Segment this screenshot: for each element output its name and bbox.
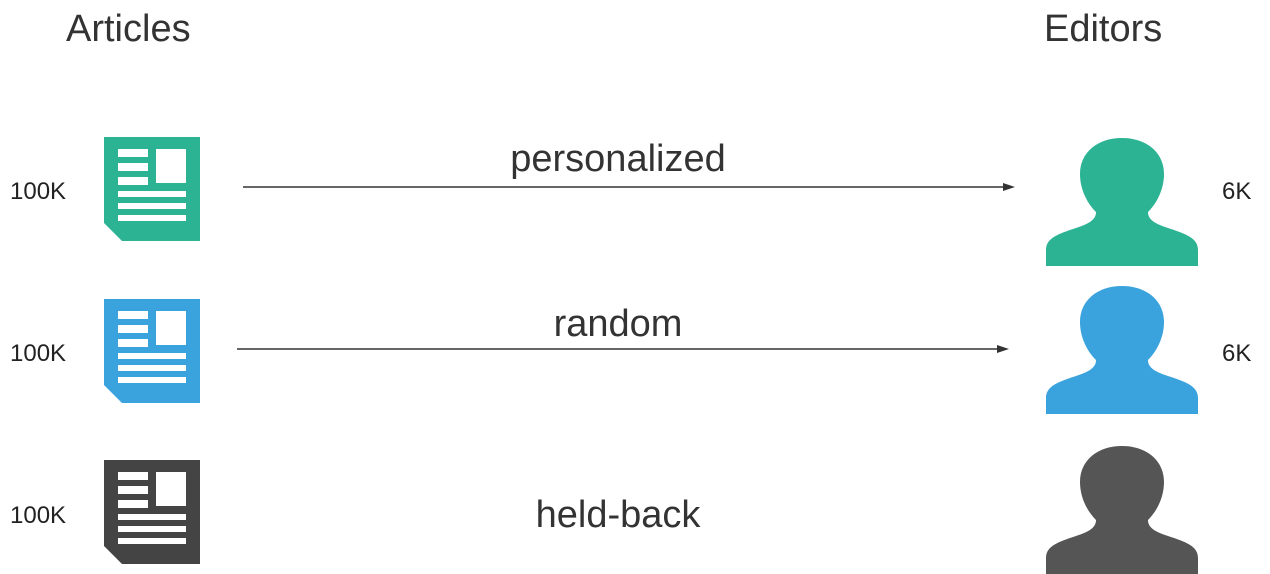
editor-person-icon [1046, 446, 1198, 574]
editor-person-icon [1046, 286, 1198, 414]
article-document-icon [104, 460, 200, 564]
editors-header: Editors [1044, 8, 1163, 50]
method-label-held-back: held-back [535, 494, 701, 536]
person-shape [1046, 446, 1198, 574]
editor-person-icon [1046, 138, 1198, 266]
method-label-personalized: personalized [510, 138, 726, 180]
person-shape [1046, 138, 1198, 266]
editor-count-random: 6K [1222, 340, 1252, 367]
article-document-icon [104, 299, 200, 403]
right-arrow-icon [237, 345, 1009, 353]
article-document-icon [104, 137, 200, 241]
method-label-random: random [553, 303, 683, 345]
article-count-random: 100K [10, 340, 67, 367]
article-count-personalized: 100K [10, 178, 67, 205]
articles-header: Articles [66, 8, 191, 50]
person-shape [1046, 286, 1198, 414]
editor-count-personalized: 6K [1222, 178, 1252, 205]
right-arrow-icon [243, 183, 1015, 191]
article-count-held-back: 100K [10, 502, 67, 529]
